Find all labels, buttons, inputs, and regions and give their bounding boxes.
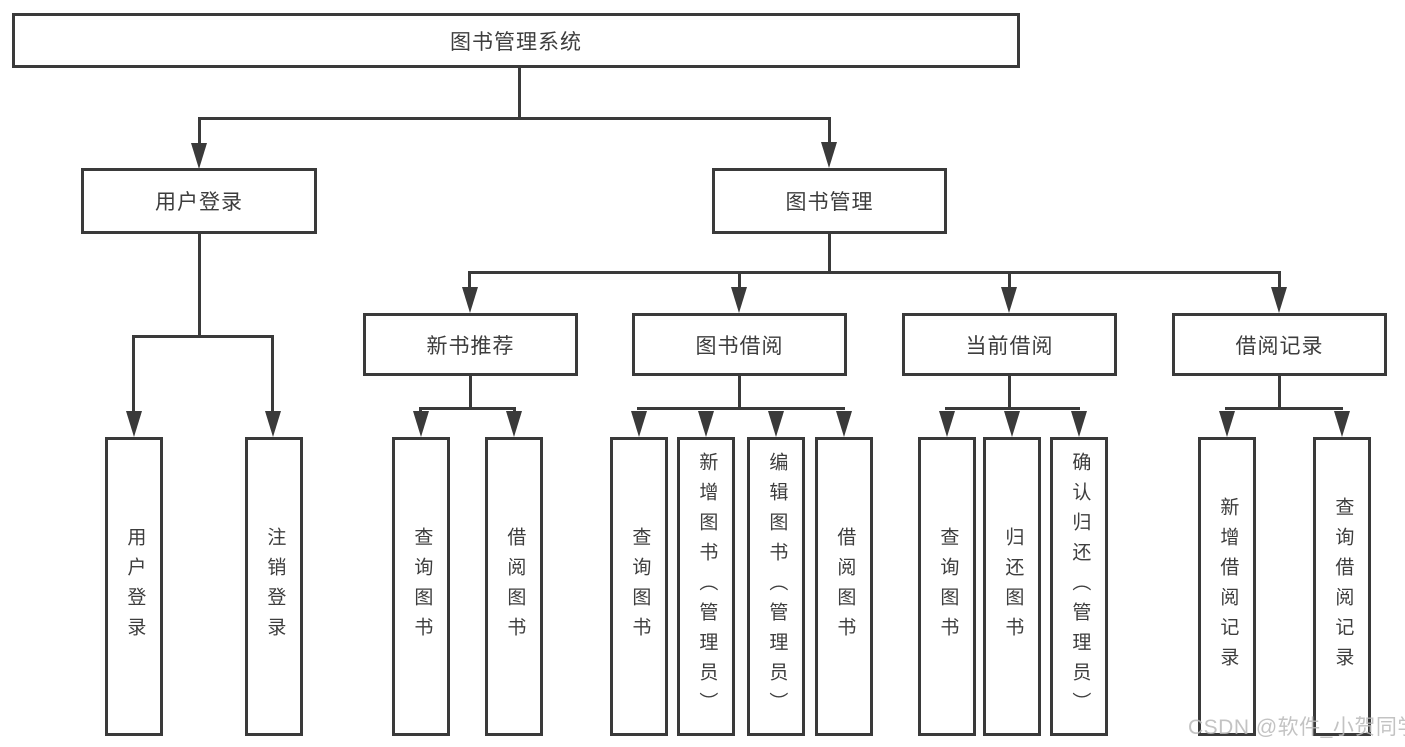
connector-line: [1278, 375, 1281, 409]
connector-line: [1225, 407, 1343, 410]
arrowhead-down-icon: [1071, 411, 1087, 437]
connector-line: [271, 335, 274, 415]
node-label: 新书推荐: [426, 334, 515, 358]
node-book-borrowing: 图书借阅: [632, 313, 847, 376]
arrowhead-down-icon: [126, 411, 142, 437]
connector-line: [198, 117, 830, 120]
node-book-management: 图书管理: [712, 168, 947, 234]
arrowhead-down-icon: [462, 287, 478, 313]
node-label: 用户登录: [124, 526, 146, 647]
node-label: 用户登录: [155, 191, 243, 214]
node-label: 注销登录: [264, 526, 286, 647]
node-label: 图书管理系统: [450, 30, 582, 54]
node-label: 查询图书: [937, 526, 959, 647]
arrowhead-down-icon: [506, 411, 522, 437]
node-label: 查询图书: [411, 526, 433, 647]
node-label: 新增借阅记录: [1217, 496, 1239, 677]
connector-line: [1008, 375, 1011, 409]
arrowhead-down-icon: [631, 411, 647, 437]
node-label: 图书管理: [785, 191, 874, 214]
connector-line: [132, 335, 135, 415]
connector-line: [468, 271, 471, 293]
connector-line: [945, 407, 1080, 410]
connector-line: [828, 117, 831, 145]
connector-line: [518, 66, 521, 120]
arrowhead-down-icon: [768, 411, 784, 437]
arrowhead-down-icon: [731, 287, 747, 313]
arrowhead-down-icon: [413, 411, 429, 437]
node-borrowing-records: 借阅记录: [1172, 313, 1387, 376]
node-new-book-recommendation: 新书推荐: [363, 313, 578, 376]
node-label: 新增图书（管理员）: [696, 451, 718, 722]
node-label: 当前借阅: [965, 334, 1054, 358]
node-label: 确认归还（管理员）: [1069, 451, 1091, 722]
arrowhead-down-icon: [1219, 411, 1235, 437]
node-label: 查询图书: [629, 526, 651, 647]
node-add-borrow-record: 新增借阅记录: [1198, 437, 1256, 736]
node-query-borrow-record: 查询借阅记录: [1313, 437, 1371, 736]
arrowhead-down-icon: [821, 142, 837, 168]
connector-line: [469, 375, 472, 409]
node-return-books: 归还图书: [983, 437, 1041, 736]
node-label: 图书借阅: [695, 334, 784, 358]
arrowhead-down-icon: [1004, 411, 1020, 437]
arrowhead-down-icon: [836, 411, 852, 437]
node-current-borrowing: 当前借阅: [902, 313, 1117, 376]
arrowhead-down-icon: [939, 411, 955, 437]
node-label: 查询借阅记录: [1332, 496, 1354, 677]
connector-line: [132, 335, 274, 338]
arrowhead-down-icon: [698, 411, 714, 437]
watermark: CSDN @软件_小贺同学: [1188, 716, 1405, 739]
connector-line: [468, 271, 1280, 274]
arrowhead-down-icon: [265, 411, 281, 437]
node-borrow-books-recommend: 借阅图书: [485, 437, 543, 736]
connector-line: [198, 234, 201, 337]
node-label: 归还图书: [1002, 526, 1024, 647]
node-confirm-return-admin: 确认归还（管理员）: [1050, 437, 1108, 736]
connector-line: [1278, 271, 1281, 293]
node-label: 借阅图书: [834, 526, 856, 647]
node-library-system: 图书管理系统: [12, 13, 1020, 68]
node-label: 借阅记录: [1235, 334, 1324, 358]
node-label: 编辑图书（管理员）: [766, 451, 788, 722]
connector-line: [419, 407, 516, 410]
node-query-books-recommend: 查询图书: [392, 437, 450, 736]
node-query-books-current: 查询图书: [918, 437, 976, 736]
arrowhead-down-icon: [1271, 287, 1287, 313]
node-logout: 注销登录: [245, 437, 303, 736]
node-borrow-books: 借阅图书: [815, 437, 873, 736]
arrowhead-down-icon: [1001, 287, 1017, 313]
node-login: 用户登录: [105, 437, 163, 736]
connector-line: [637, 407, 845, 410]
node-user-login: 用户登录: [81, 168, 317, 234]
connector-line: [198, 117, 201, 147]
connector-line: [1008, 271, 1011, 293]
connector-line: [738, 375, 741, 409]
node-query-books-borrowing: 查询图书: [610, 437, 668, 736]
connector-line: [738, 271, 741, 293]
arrowhead-down-icon: [191, 143, 207, 169]
node-label: 借阅图书: [504, 526, 526, 647]
connector-line: [828, 232, 831, 273]
node-edit-book-admin: 编辑图书（管理员）: [747, 437, 805, 736]
node-add-book-admin: 新增图书（管理员）: [677, 437, 735, 736]
arrowhead-down-icon: [1334, 411, 1350, 437]
